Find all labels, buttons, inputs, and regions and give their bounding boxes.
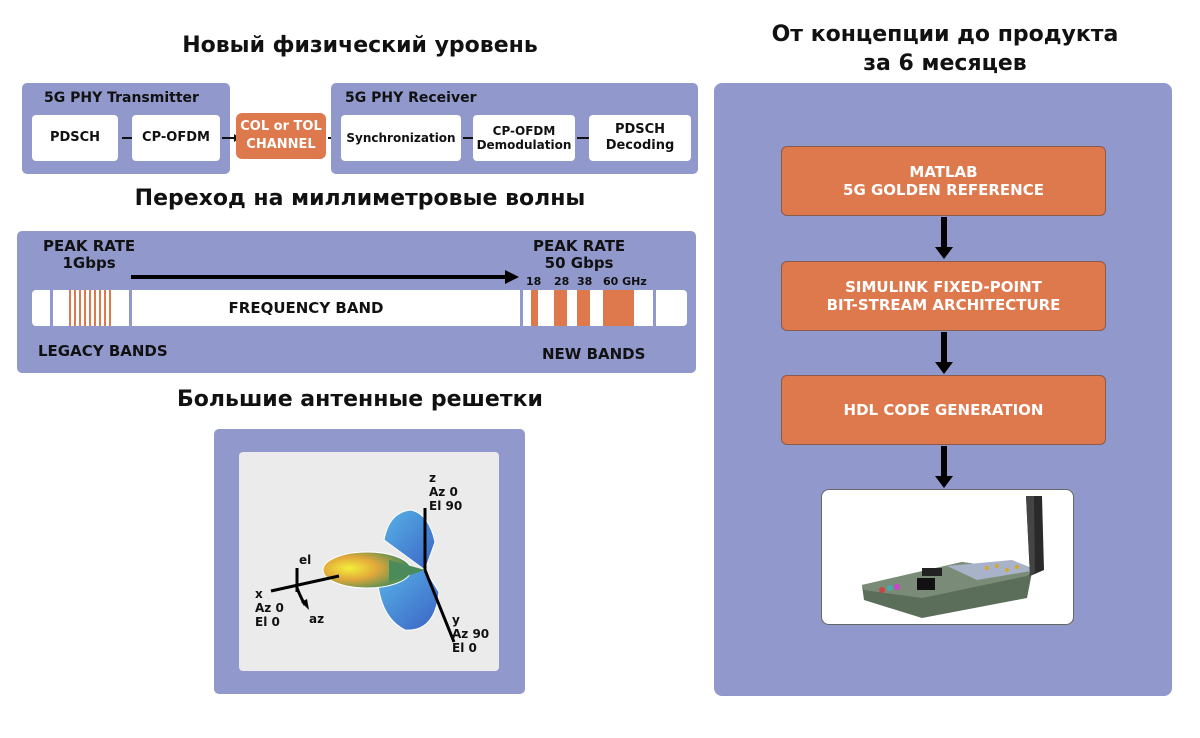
peak-right-line2: 50 Gbps: [544, 254, 614, 272]
receiver-panel: 5G PHY Receiver Synchronization CP-OFDM …: [331, 83, 698, 174]
title-concept-to-product: От концепции до продукта за 6 месяцев: [700, 20, 1190, 78]
step-simulink: SIMULINK FIXED-POINT BIT-STREAM ARCHITEC…: [781, 261, 1106, 331]
block-pdsch: PDSCH: [32, 115, 118, 161]
step-simulink-line1: SIMULINK FIXED-POINT: [845, 278, 1042, 296]
transmitter-label: 5G PHY Transmitter: [44, 90, 199, 106]
band-divider: [520, 290, 523, 326]
growth-arrow-icon: [131, 270, 519, 284]
decoding-line1: PDSCH: [614, 122, 666, 137]
peak-left-line2: 1Gbps: [62, 254, 116, 272]
band-60ghz: [603, 290, 634, 326]
y-axis: [423, 569, 456, 643]
block-synchronization: Synchronization: [341, 115, 461, 161]
demod-line1: CP-OFDM: [492, 124, 556, 138]
peak-rate-left: PEAK RATE 1Gbps: [43, 238, 135, 272]
band-18ghz: [531, 290, 538, 326]
step-matlab-line2: 5G GOLDEN REFERENCE: [843, 181, 1044, 199]
band-28ghz: [554, 290, 567, 326]
title-mmwave: Переход на миллиметровые волны: [134, 186, 586, 211]
frequency-panel: PEAK RATE 1Gbps PEAK RATE 50 Gbps 18 28 …: [17, 231, 696, 373]
channel-line2: CHANNEL: [246, 137, 316, 152]
step-simulink-line2: BIT-STREAM ARCHITECTURE: [826, 296, 1061, 314]
axis-label-az: az: [309, 612, 325, 626]
arrow-down-icon: [935, 217, 953, 259]
step-matlab-line1: MATLAB: [909, 163, 978, 181]
peak-left-line1: PEAK RATE: [43, 237, 136, 255]
hardware-image: [821, 489, 1074, 625]
title-antenna-arrays: Большие антенные решетки: [177, 387, 543, 412]
title-line2: за 6 месяцев: [863, 51, 1027, 76]
ghz-28: 28: [554, 275, 570, 288]
title-line1: От концепции до продукта: [771, 22, 1119, 47]
ghz-18: 18: [526, 275, 542, 288]
receiver-label: 5G PHY Receiver: [345, 90, 477, 106]
frequency-band-bar: FREQUENCY BAND: [32, 290, 687, 326]
x-axis: [270, 574, 340, 593]
title-new-phy: Новый физический уровень: [182, 33, 538, 58]
peak-right-line1: PEAK RATE: [533, 237, 626, 255]
peak-rate-right: PEAK RATE 50 Gbps: [533, 238, 625, 272]
band-divider: [653, 290, 656, 326]
step-hdl: HDL CODE GENERATION: [781, 375, 1106, 445]
arrow-down-icon: [935, 332, 953, 374]
band-38ghz: [577, 290, 590, 326]
legacy-band-lines: [69, 290, 111, 326]
transmitter-panel: 5G PHY Transmitter PDSCH CP-OFDM: [22, 83, 230, 174]
arrow-icon: [222, 134, 240, 142]
workflow-panel: MATLAB 5G GOLDEN REFERENCE SIMULINK FIXE…: [714, 83, 1172, 696]
new-bands-label: NEW BANDS: [542, 345, 646, 363]
ghz-38: 38: [577, 275, 593, 288]
step-matlab: MATLAB 5G GOLDEN REFERENCE: [781, 146, 1106, 216]
arrow-down-icon: [935, 446, 953, 488]
step-hdl-line1: HDL CODE GENERATION: [843, 401, 1044, 419]
channel-block: COL or TOL CHANNEL: [236, 113, 326, 159]
fpga-board-icon: [862, 496, 1044, 618]
band-divider: [50, 290, 53, 326]
band-divider: [129, 290, 132, 326]
channel-line1: COL or TOL: [240, 119, 322, 134]
legacy-bands-label: LEGACY BANDS: [38, 342, 168, 360]
ghz-60: 60 GHz: [603, 275, 647, 288]
block-cp-ofdm-demodulation: CP-OFDM Demodulation: [473, 115, 575, 161]
side-lobe-upper: [383, 509, 436, 571]
block-cp-ofdm: CP-OFDM: [132, 115, 220, 161]
frequency-band-label: FREQUENCY BAND: [228, 299, 384, 317]
demod-line2: Demodulation: [476, 138, 572, 152]
axis-label-el: el: [299, 553, 312, 567]
block-pdsch-decoding: PDSCH Decoding: [589, 115, 691, 161]
decoding-line2: Decoding: [605, 138, 675, 153]
radiation-pattern-svg: [270, 508, 456, 643]
